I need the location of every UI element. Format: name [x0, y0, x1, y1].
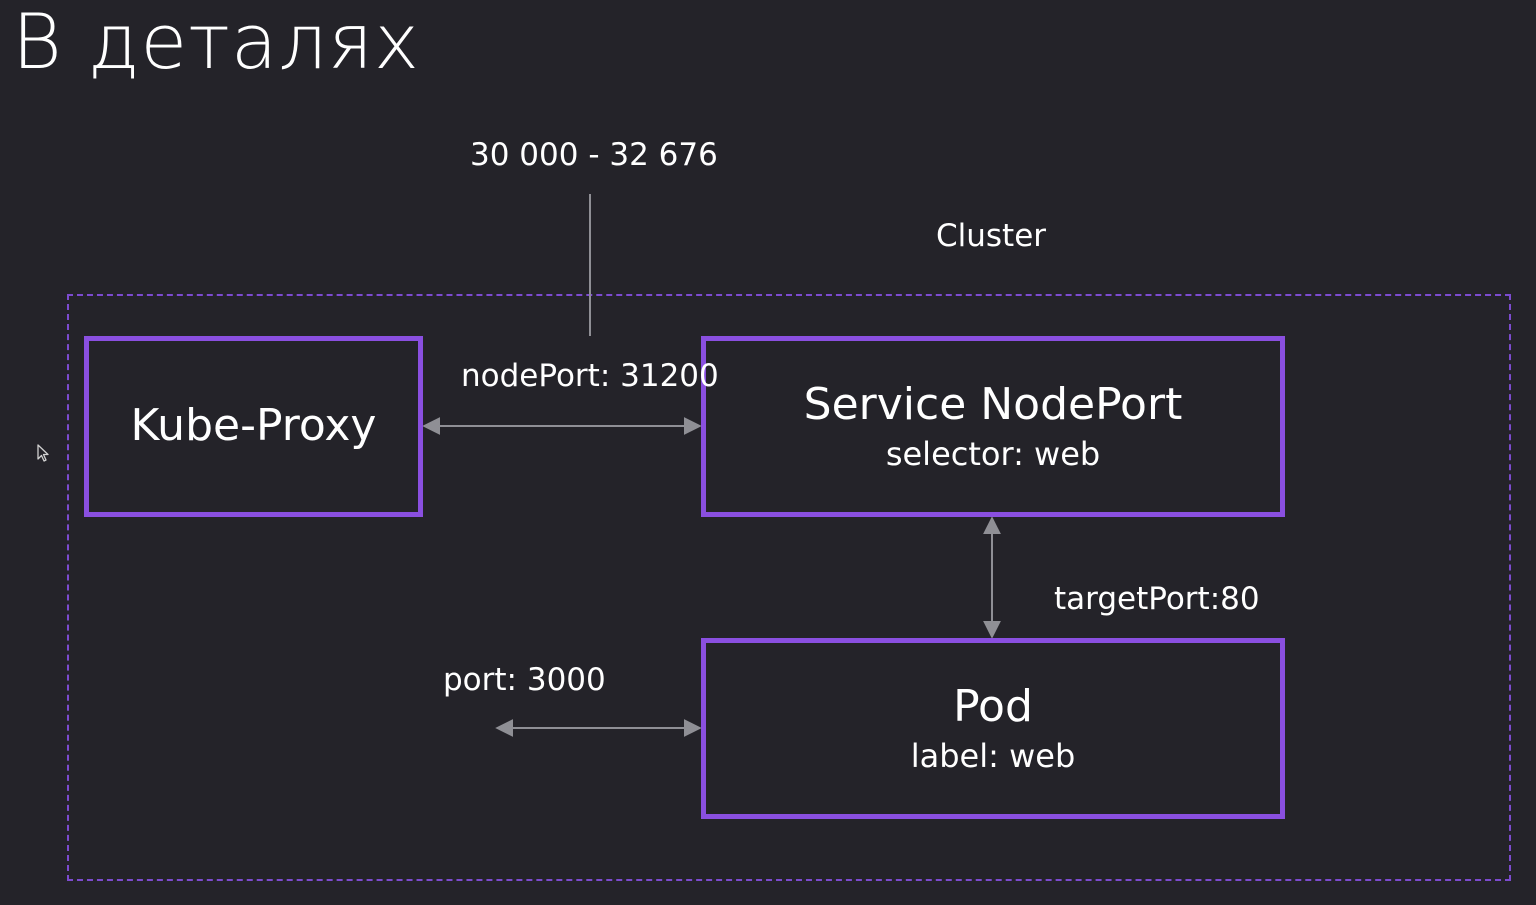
port-range-label: 30 000 - 32 676: [470, 137, 718, 173]
service-title: Service NodePort: [803, 379, 1183, 430]
pod-label: label: web: [910, 736, 1076, 775]
slide-title: В деталях: [12, 0, 420, 86]
cluster-boundary: [67, 294, 1511, 881]
cluster-label: Cluster: [936, 218, 1047, 254]
service-nodeport-box: Service NodePort selector: web: [701, 336, 1285, 517]
kube-proxy-box: Kube-Proxy: [84, 336, 423, 517]
pod-box: Pod label: web: [701, 638, 1285, 819]
pod-title: Pod: [953, 681, 1033, 732]
node-port-label: nodePort: 31200: [461, 358, 719, 394]
service-selector: selector: web: [885, 434, 1101, 473]
pod-port-label: port: 3000: [443, 662, 606, 698]
target-port-label: targetPort:80: [1054, 581, 1260, 617]
kube-proxy-title: Kube-Proxy: [130, 400, 377, 452]
mouse-cursor-icon: [37, 444, 49, 462]
